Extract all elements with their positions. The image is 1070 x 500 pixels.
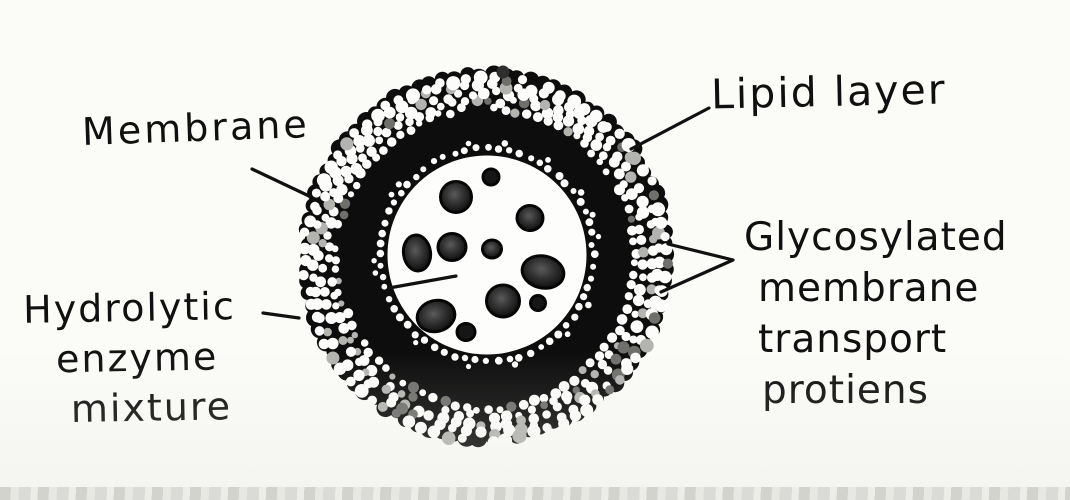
enzyme-granule <box>485 283 521 319</box>
label-text: transport <box>758 317 948 362</box>
glycosylated-leader-fork <box>659 242 735 294</box>
lipid-layer-leader-line <box>629 106 711 151</box>
enzyme-granule <box>455 322 477 342</box>
hydrolytic-leader-line-outer <box>261 311 301 320</box>
label-text: membrane <box>758 266 980 311</box>
photo-bottom-edge <box>0 487 1070 500</box>
label-text: Membrane <box>81 102 311 154</box>
enzyme-granule <box>439 180 473 214</box>
label-text: mixture <box>70 384 233 432</box>
membrane-leader-line <box>250 167 311 198</box>
label-text: Glycosylated <box>744 215 1008 260</box>
enzyme-granule <box>515 203 545 233</box>
label-glycosylated-membrane-transport-proteins: Glycosylated membrane transport protiens <box>744 212 1008 416</box>
enzyme-granule <box>436 232 468 262</box>
hydrolytic-enzyme-granules <box>401 167 566 342</box>
glycosylated-membrane-pebbles <box>298 70 674 448</box>
label-membrane: Membrane <box>81 102 310 154</box>
label-hydrolytic-enzyme-mixture: Hydrolytic enzyme mixture <box>23 281 238 435</box>
label-text: protiens <box>762 368 929 413</box>
enzyme-granule <box>520 254 566 290</box>
enzyme-granule <box>401 233 433 273</box>
dark-pebble-top <box>496 65 510 79</box>
label-text: Lipid layer <box>710 65 948 119</box>
enzyme-granule <box>481 238 503 260</box>
label-text: enzyme <box>55 334 219 382</box>
enzyme-granule <box>529 294 547 312</box>
enzyme-granule <box>415 298 457 334</box>
label-lipid-layer: Lipid layer <box>711 66 948 119</box>
hydrolytic-leader-line-inner <box>387 274 458 290</box>
inner-membrane-dotted-rim <box>371 140 602 370</box>
enzyme-granule <box>481 167 501 187</box>
label-text: Hydrolytic <box>22 284 237 332</box>
